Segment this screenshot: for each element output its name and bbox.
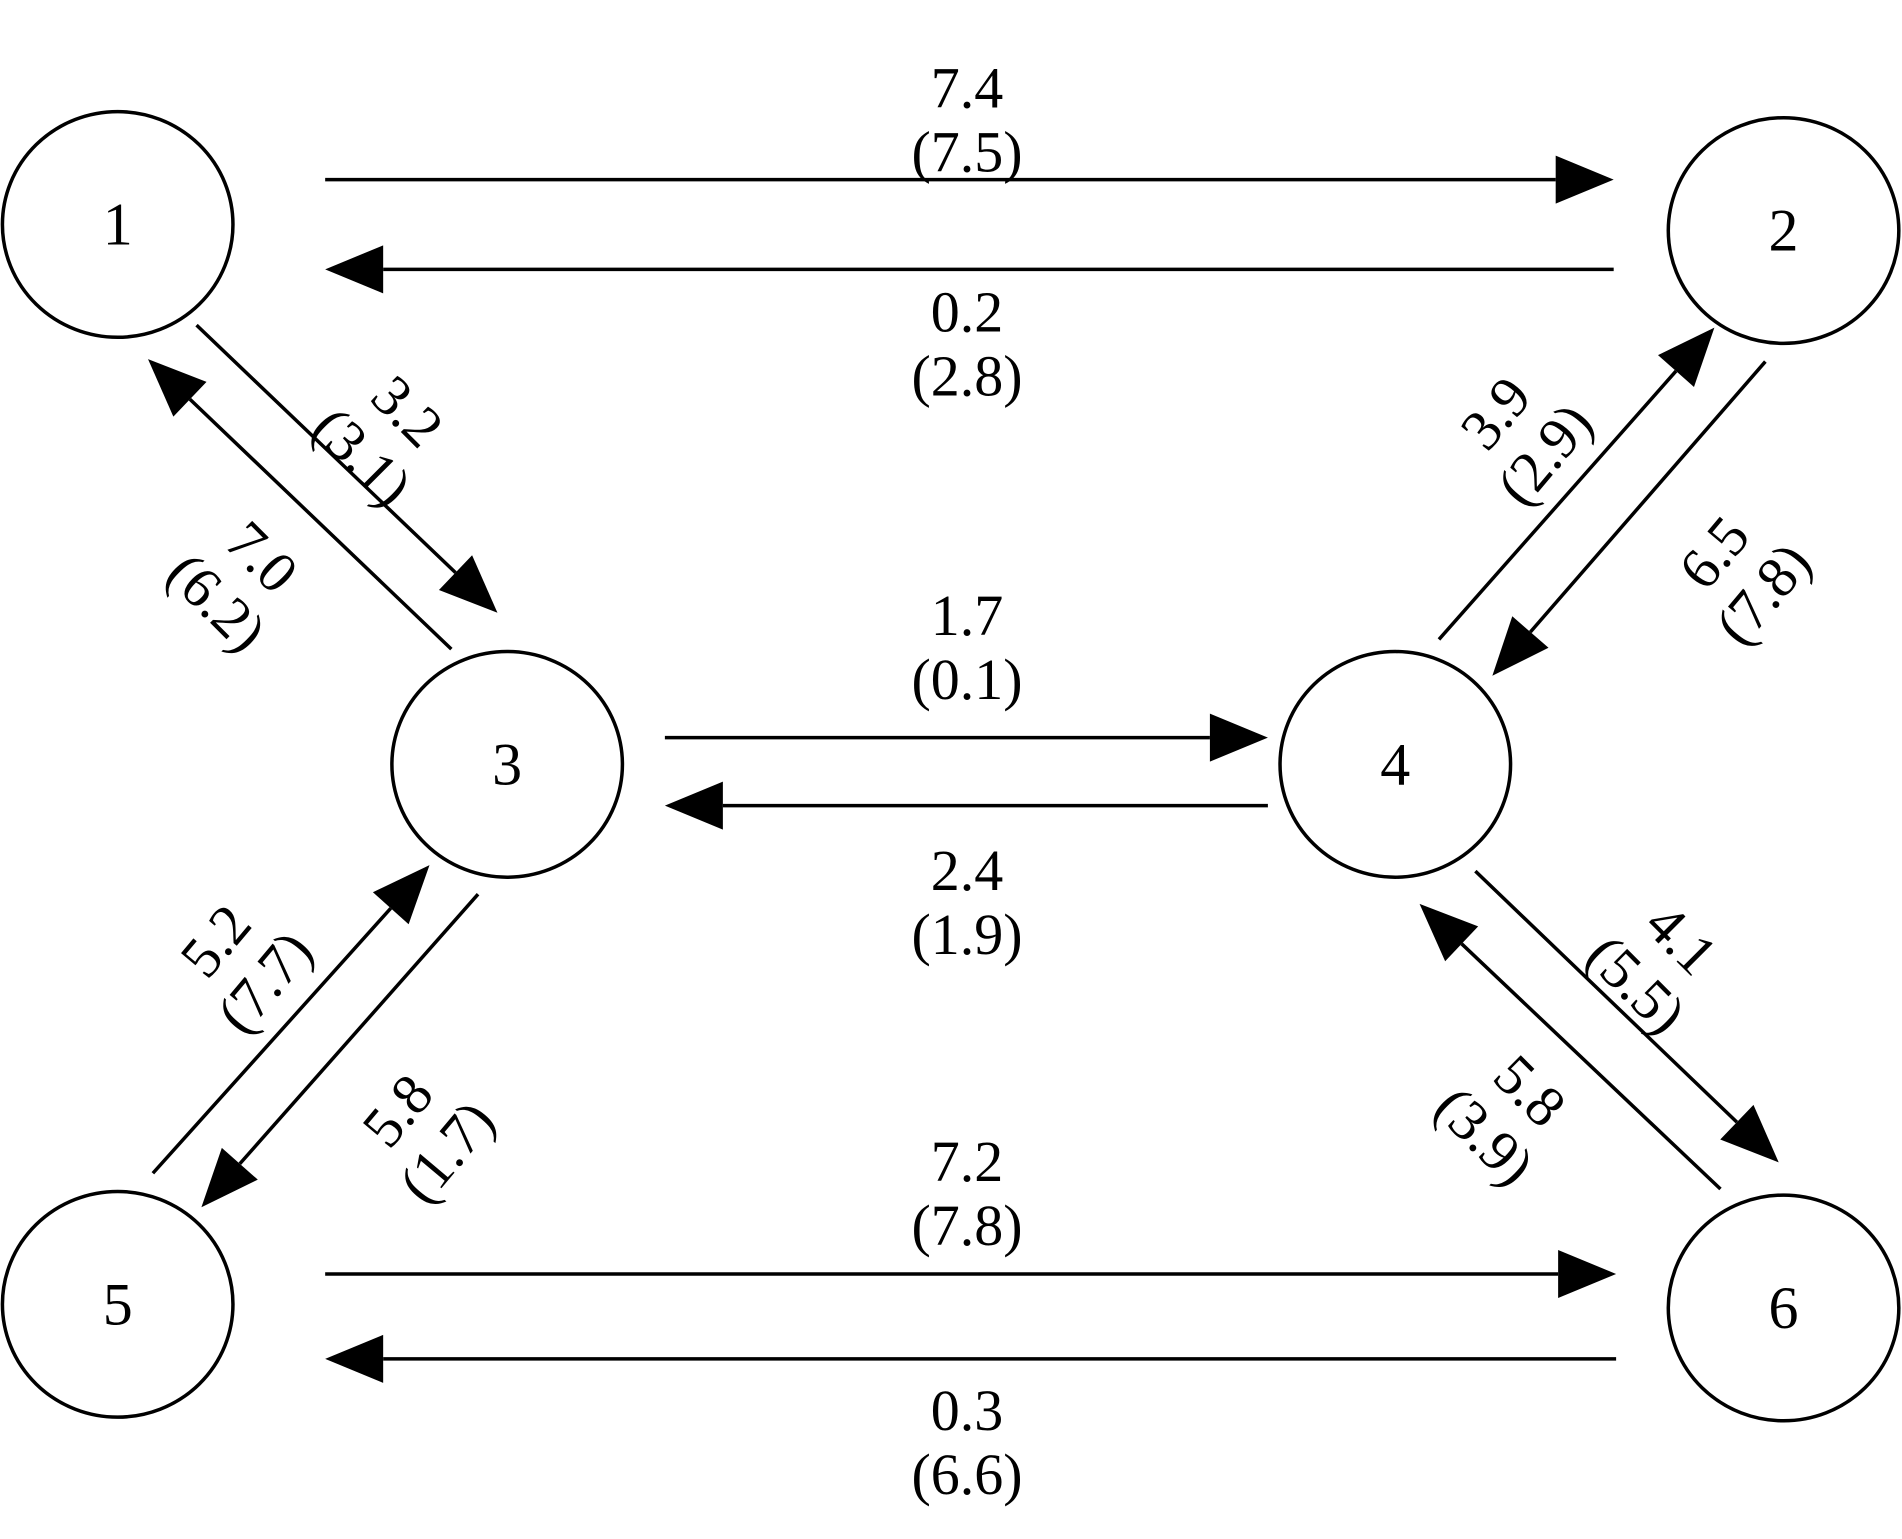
node-circle [1666, 115, 1901, 346]
edge-labels-layer: 7.4(7.5) 0.2(2.8) 3.2(3.1)7.0(6.2) 3.9(2.9)… [155, 55, 1824, 1506]
edge-value: 0.3 [931, 1378, 1004, 1443]
edge-label-3-to-1: 7.0(6.2) [155, 508, 311, 664]
edge-3-to-4 [664, 713, 1268, 762]
edge-paren-value: (1.9) [911, 902, 1022, 967]
edge-paren-value: (0.1) [911, 647, 1022, 712]
arrowhead-icon [1658, 327, 1715, 387]
edge-4-to-6 [1474, 869, 1779, 1163]
node-2: 2 [1666, 115, 1901, 346]
arrowhead-icon [438, 555, 498, 613]
edge-value: 2.4 [931, 838, 1004, 903]
edge-1-to-3 [195, 323, 498, 613]
arrowhead-icon [1720, 1104, 1779, 1163]
arrowhead-icon [201, 1147, 258, 1208]
edge-label-4-to-3: 2.4(1.9) [911, 838, 1022, 967]
node-label: 1 [103, 191, 133, 257]
arrowhead-icon [664, 781, 723, 830]
edge-paren-value: (2.8) [911, 344, 1022, 409]
edge-value: 1.7 [931, 583, 1004, 648]
node-circle [1666, 1193, 1901, 1423]
arrowhead-icon [325, 245, 384, 294]
edge-2-to-1 [325, 245, 1614, 294]
edge-6-to-4 [1419, 903, 1722, 1191]
edge-value: 7.2 [931, 1129, 1004, 1194]
edge-label-4-to-6: 4.1(5.5) [1574, 890, 1730, 1046]
edge-line [238, 893, 480, 1165]
node-circle [0, 1189, 235, 1419]
edge-5-to-3 [151, 865, 430, 1175]
edge-4-to-3 [664, 781, 1268, 830]
edge-label-2-to-1: 0.2(2.8) [911, 280, 1022, 409]
node-3: 3 [390, 649, 625, 879]
edge-line [151, 907, 393, 1175]
edge-5-to-6 [325, 1249, 1617, 1298]
edges-layer [148, 155, 1779, 1383]
arrowhead-icon [372, 865, 430, 925]
arrowhead-icon [1555, 155, 1614, 204]
arrowhead-icon [1209, 713, 1268, 762]
edge-3-to-1 [148, 359, 453, 651]
node-circle [1278, 649, 1513, 879]
edge-paren-value: (7.8) [911, 1193, 1022, 1258]
edge-line [1529, 360, 1767, 634]
node-circle [390, 649, 625, 879]
node-label: 2 [1769, 198, 1799, 264]
edge-6-to-5 [325, 1334, 1617, 1383]
arrowhead-icon [1558, 1249, 1617, 1298]
node-5: 5 [0, 1189, 235, 1419]
arrowhead-icon [1419, 903, 1479, 962]
edge-label-3-to-4: 1.7(0.1) [911, 583, 1022, 712]
arrowhead-icon [325, 1334, 384, 1383]
edge-label-5-to-3: 5.2(7.7) [167, 892, 325, 1045]
arrowhead-icon [1492, 616, 1549, 676]
node-4: 4 [1278, 649, 1513, 879]
edge-line [1474, 869, 1739, 1124]
node-label: 4 [1380, 731, 1410, 797]
node-label: 3 [492, 731, 522, 797]
edge-label-6-to-4: 5.8(3.9) [1422, 1042, 1578, 1198]
node-1: 1 [0, 109, 235, 340]
edge-4-to-2 [1437, 327, 1715, 641]
arrowhead-icon [148, 359, 207, 417]
node-6: 6 [1666, 1193, 1901, 1423]
edge-paren-value: (7.5) [911, 119, 1022, 184]
edge-line [1437, 369, 1678, 641]
edge-value: 7.4 [931, 55, 1004, 120]
edge-value: 0.2 [931, 280, 1004, 345]
edge-label-4-to-2: 3.9(2.9) [1447, 364, 1605, 517]
nodes-layer: 1 2 3 4 5 6 [0, 109, 1901, 1423]
node-circle [0, 109, 235, 340]
edge-line [188, 397, 453, 651]
edge-label-2-to-4: 6.5(7.8) [1666, 504, 1824, 657]
edge-2-to-4 [1492, 360, 1767, 676]
edge-3-to-5 [201, 893, 480, 1208]
edge-line [195, 323, 457, 574]
edge-label-5-to-6: 7.2(7.8) [911, 1129, 1022, 1258]
edge-1-to-2 [325, 155, 1614, 204]
edge-label-6-to-5: 0.3(6.6) [911, 1378, 1022, 1507]
edge-label-1-to-2: 7.4(7.5) [911, 55, 1022, 184]
edge-label-3-to-5: 5.8(1.7) [349, 1062, 507, 1215]
edge-label-1-to-3: 3.2(3.1) [300, 363, 456, 519]
edge-line [1460, 942, 1722, 1191]
node-label: 5 [103, 1271, 133, 1337]
edge-paren-value: (6.6) [911, 1442, 1022, 1507]
node-label: 6 [1769, 1275, 1799, 1341]
